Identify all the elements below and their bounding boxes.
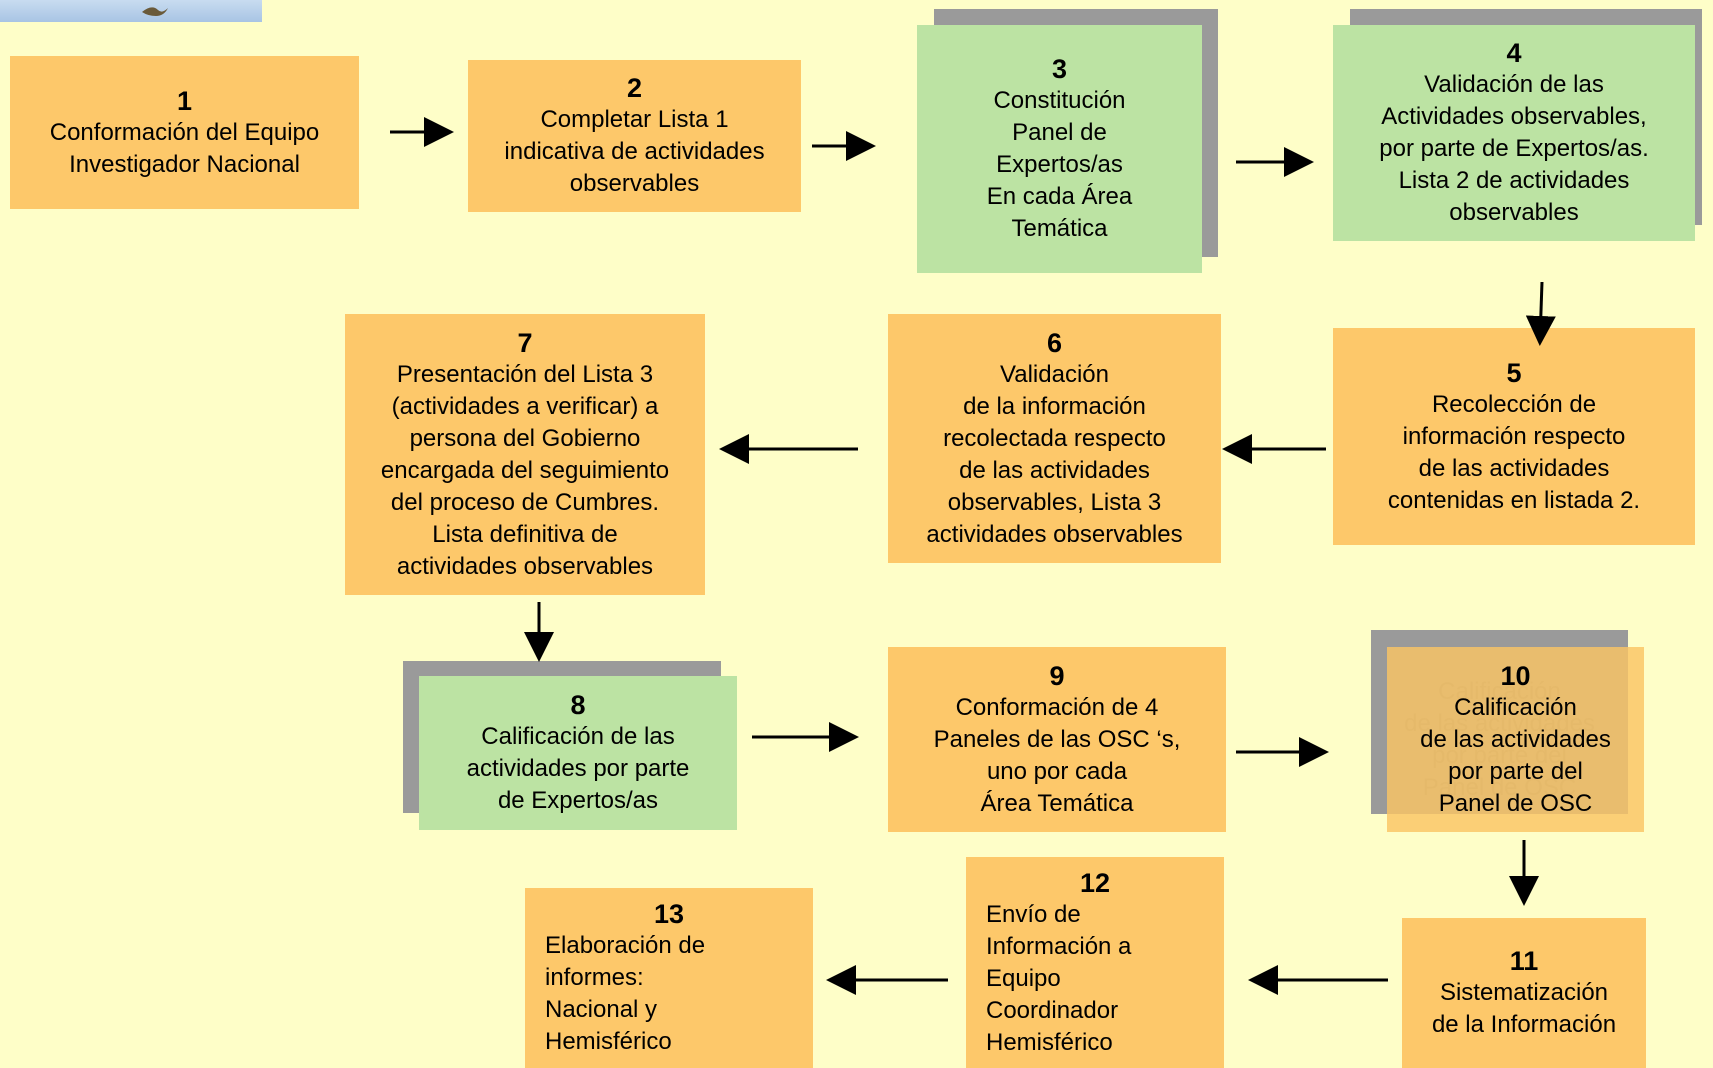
step-4-box: 4 Validación de las Actividades observab… bbox=[1333, 25, 1695, 241]
step-10-number: 10 bbox=[1500, 660, 1531, 691]
step-8-box: 8 Calificación de las actividades por pa… bbox=[419, 676, 737, 830]
step-12-number: 12 bbox=[1079, 867, 1111, 898]
step-5-text: Recolección de información respecto de l… bbox=[1387, 390, 1641, 514]
step-11-text: Sistematización de la Información bbox=[1431, 979, 1617, 1038]
step-1-box: 1 Conformación del Equipo Investigador N… bbox=[10, 56, 359, 209]
step-5-number: 5 bbox=[1506, 357, 1522, 388]
step-9-number: 9 bbox=[1049, 660, 1065, 691]
step-6-text: Validación de la información recolectada… bbox=[926, 360, 1183, 548]
step-6-number: 6 bbox=[1046, 327, 1063, 358]
step-11-box: 11 Sistematización de la Información bbox=[1402, 918, 1646, 1068]
arrow-4-to-5 bbox=[1525, 281, 1556, 346]
step-10-text: Calificación de las actividades por part… bbox=[1420, 693, 1611, 817]
step-9-box: 9 Conformación de 4 Paneles de las OSC ‘… bbox=[888, 647, 1226, 832]
step-2-number: 2 bbox=[626, 73, 643, 103]
step-8-number: 8 bbox=[570, 690, 586, 720]
step-1-number: 1 bbox=[176, 85, 193, 116]
logo-banner bbox=[0, 0, 262, 22]
step-5-box: 5 Recolección de información respecto de… bbox=[1333, 328, 1695, 545]
step-10-box: 10 Calificación de las actividades por p… bbox=[1387, 647, 1644, 832]
step-6-box: 6 Validación de la información recolecta… bbox=[888, 314, 1221, 563]
step-8-text: Calificación de las actividades por part… bbox=[466, 723, 690, 814]
step-11-number: 11 bbox=[1509, 946, 1539, 976]
step-3-text: Constitución Panel de Expertos/as En cad… bbox=[986, 87, 1133, 242]
step-1-text: Conformación del Equipo Investigador Nac… bbox=[49, 118, 320, 178]
step-4-text: Validación de las Actividades observable… bbox=[1379, 71, 1649, 226]
step-4-number: 4 bbox=[1506, 38, 1522, 68]
step-3-box: 3 Constitución Panel de Expertos/as En c… bbox=[917, 25, 1202, 273]
step-12-text: Envío de Información a Equipo Coordinado… bbox=[986, 900, 1132, 1056]
step-13-text: Elaboración de informes: Nacional y Hemi… bbox=[545, 932, 706, 1055]
step-13-number: 13 bbox=[653, 899, 685, 929]
step-2-text: Completar Lista 1 indicativa de activida… bbox=[504, 106, 765, 197]
step-7-text: Presentación del Lista 3 (actividades a … bbox=[380, 360, 670, 580]
step-3-number: 3 bbox=[1051, 54, 1068, 84]
step-2-box: 2 Completar Lista 1 indicativa de activi… bbox=[468, 60, 801, 212]
step-9-text: Conformación de 4 Paneles de las OSC ‘s,… bbox=[933, 693, 1181, 817]
step-7-box: 7 Presentación del Lista 3 (actividades … bbox=[345, 314, 705, 595]
bird-logo-icon bbox=[142, 7, 168, 16]
step-7-number: 7 bbox=[517, 327, 533, 358]
step-12-box: 12 Envío de Información a Equipo Coordin… bbox=[966, 857, 1224, 1068]
step-13-box: 13 Elaboración de informes: Nacional y H… bbox=[525, 888, 813, 1068]
